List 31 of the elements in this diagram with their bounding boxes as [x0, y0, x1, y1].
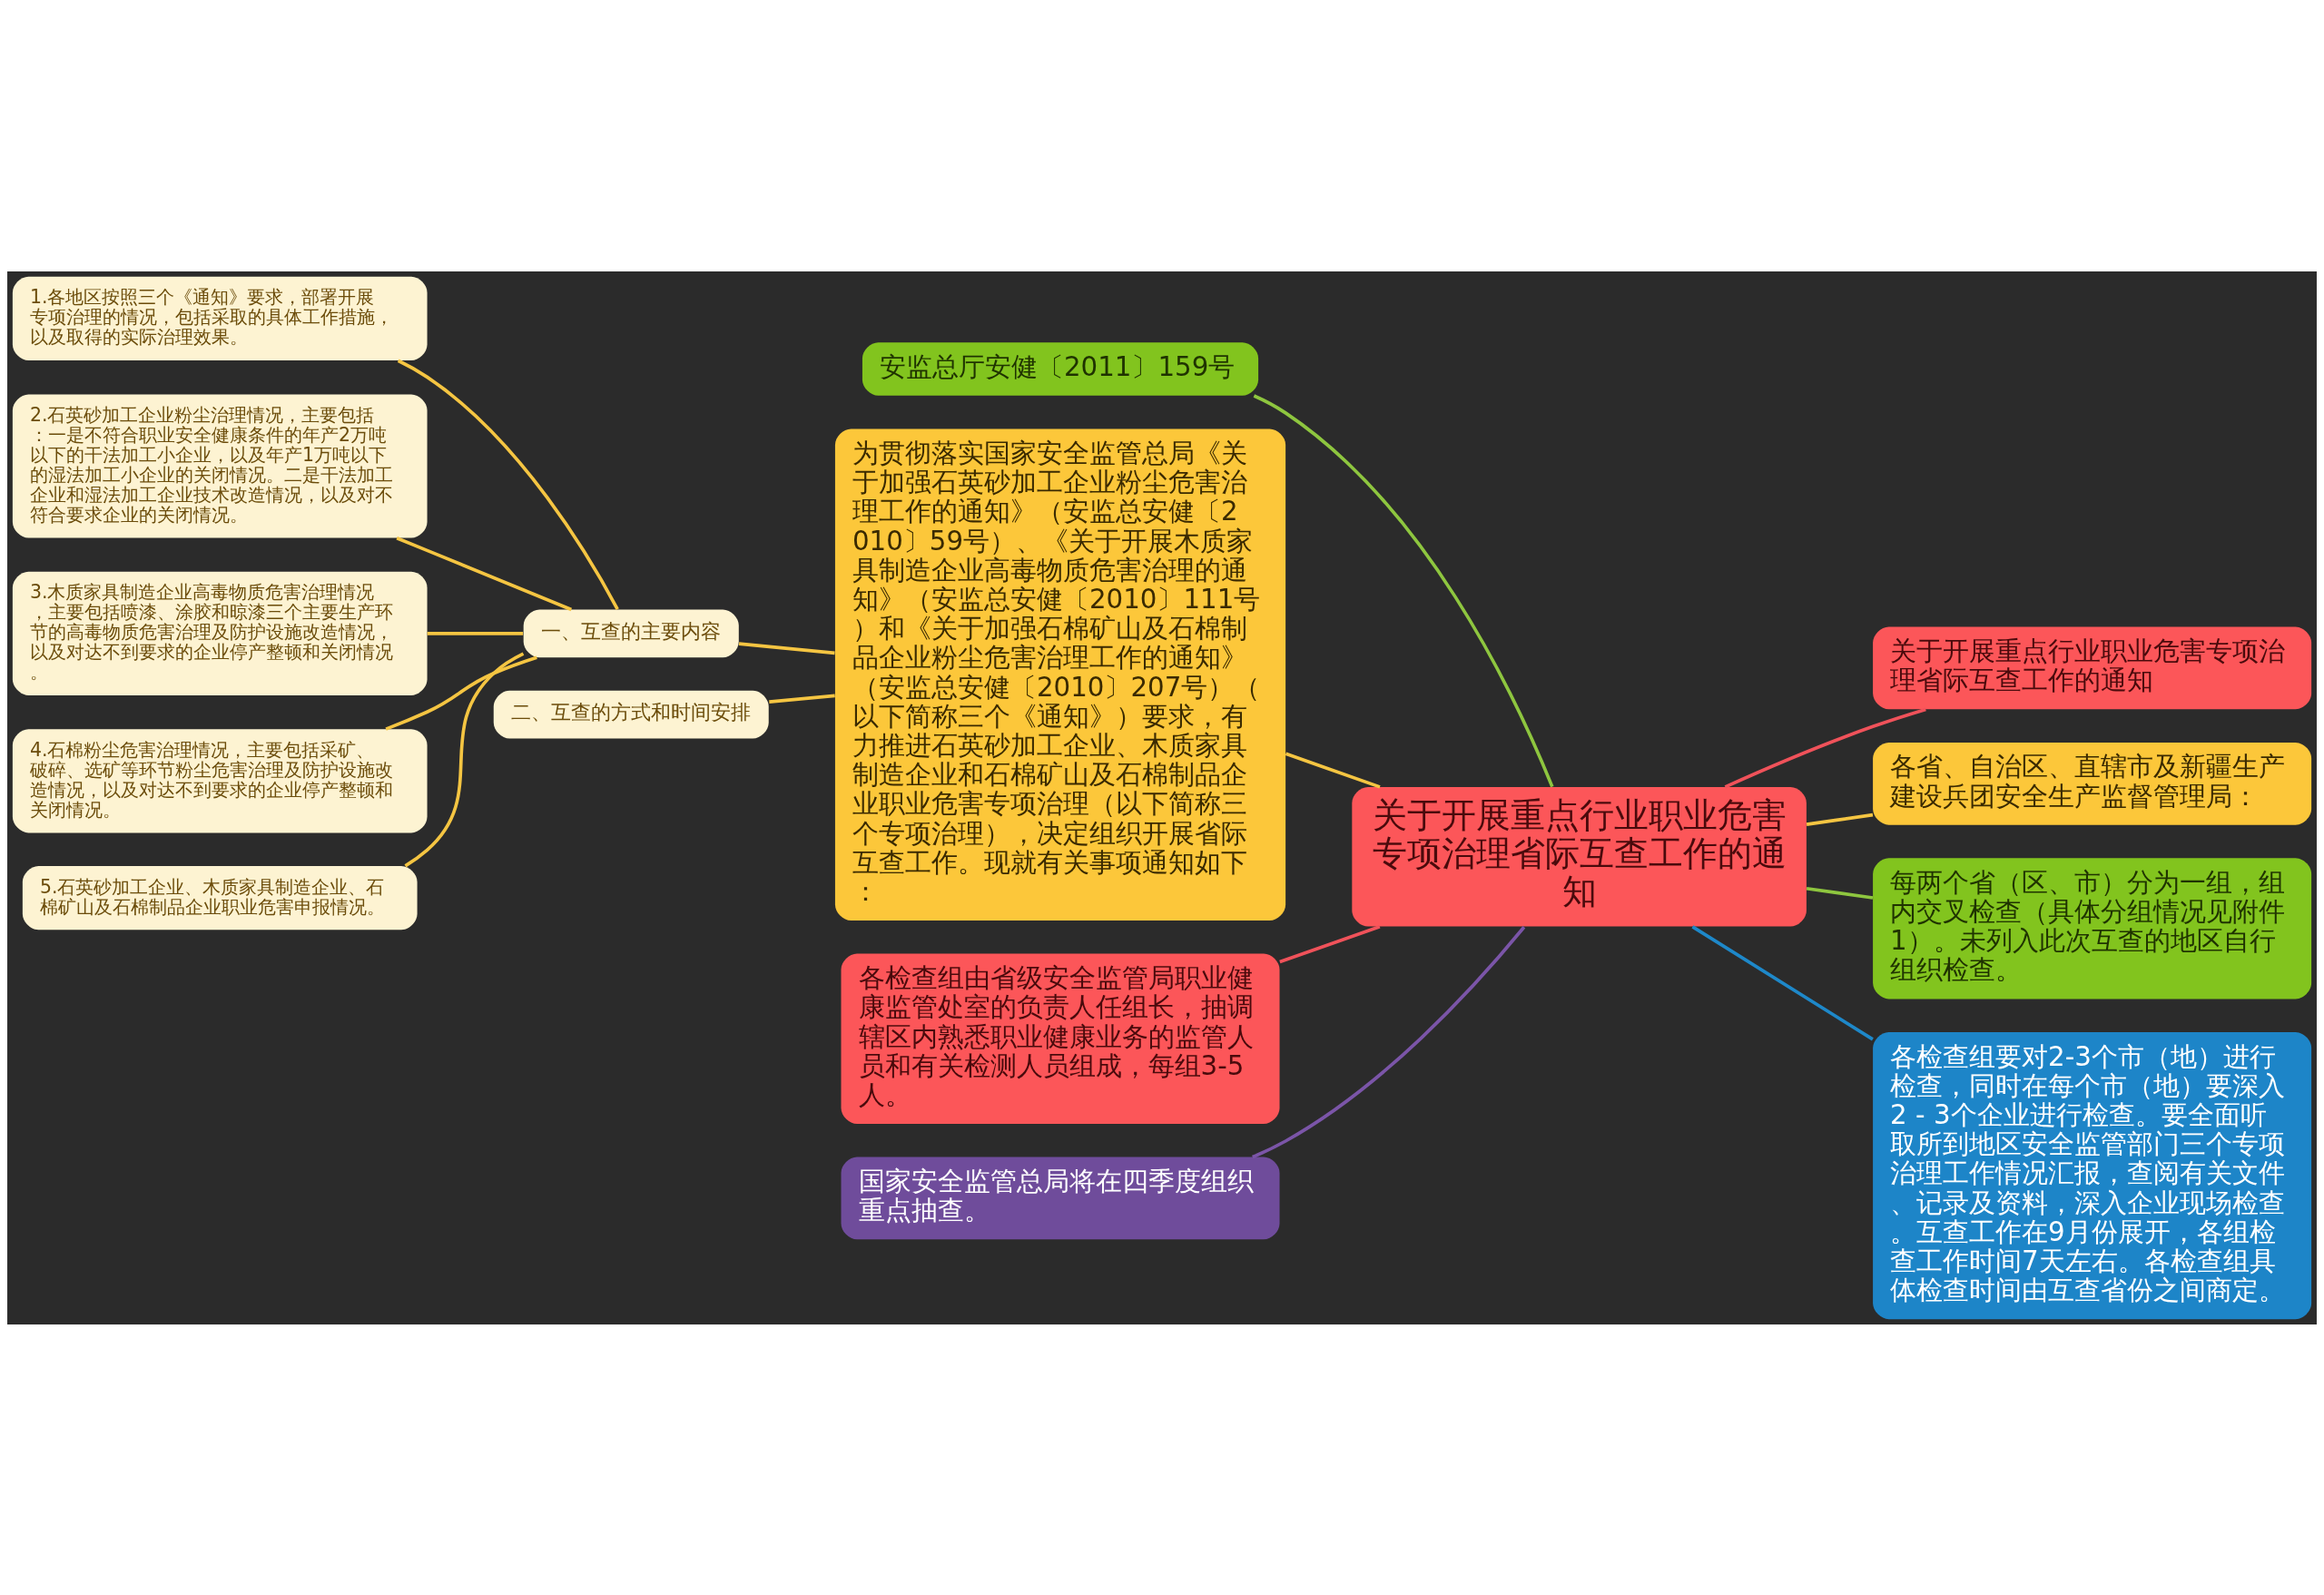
connector — [1252, 925, 1526, 1158]
connector — [1285, 752, 1381, 789]
node-box: 1.各地区按照三个《通知》要求，部署开展专项治理的情况，包括采取的具体工作措施，以及取得的实际治理效果。 — [12, 276, 428, 360]
node-box: 4.石棉粉尘危害治理情况，主要包括采矿、破碎、选矿等环节粉尘危害治理及防护设施改造情况，以及对达不到要求的企业停产整顿和关闭情况。 — [12, 728, 428, 832]
connector — [1806, 886, 1874, 900]
node-box: 关于开展重点行业职业危害专项治理省际互查工作的通知 — [1352, 786, 1807, 927]
connector — [385, 655, 537, 731]
connector — [1724, 707, 1926, 789]
node-box: 每两个省（区、市）分为一组，组内交叉检查（具体分组情况见附件1）。未列入此次互查的地区自行组织检查。 — [1873, 857, 2312, 999]
node-box: 为贯彻落实国家安全监管总局《关于加强石英砂加工企业粉尘危害治理工作的通知》（安监总安健〔2010〕59号）、《关于开展木质家具制造企业高毒物质危害治理的通知》（安监总安健〔2010〕111号）和《关于加强石棉矿山及石棉制品企业粉尘危害治理工作的通知》（安监总安健〔2010〕207号）（以下简称三个《通知》）要求，有力推进石英砂加工企业、木质家具制造企业和石棉矿山及石棉制品企业职业危害专项治理（以下简称三个专项治理），决定组织开展省际互查工作。现就有关事项通知如下： — [834, 428, 1286, 921]
connector — [1253, 393, 1554, 787]
node-box: 安监总厅安健〔2011〕159号 — [862, 341, 1259, 396]
connector — [769, 694, 835, 704]
node-box: 各省、自治区、直辖市及新疆生产建设兵团安全生产监督管理局： — [1873, 742, 2312, 825]
connector — [1806, 812, 1874, 826]
node-box: 各检查组由省级安全监管局职业健康监管处室的负责人任组长，抽调辖区内熟悉职业健康业务的监管人员和有关检测人员组成，每组3-5人。 — [841, 953, 1280, 1124]
connector — [404, 652, 525, 867]
connector — [397, 359, 619, 610]
connector — [1691, 924, 1874, 1040]
connector — [427, 631, 524, 635]
node-box: 国家安全监管总局将在四季度组织重点抽查。 — [841, 1157, 1280, 1239]
node-box: 2.石英砂加工企业粉尘治理情况，主要包括：一是不符合职业安全健康条件的年产2万吨以下的干法加工小企业，以及年产1万吨以下的湿法加工小企业的关闭情况。二是干法加工企业和湿法加工企业技术改造情况，以及对不符合要求企业的关闭情况。 — [12, 393, 428, 537]
node-box: 二、互查的方式和时间安排 — [493, 690, 769, 738]
node-box: 关于开展重点行业职业危害专项治理省际互查工作的通知 — [1873, 626, 2312, 709]
node-box: 5.石英砂加工企业、木质家具制造企业、石棉矿山及石棉制品企业职业危害申报情况。 — [22, 865, 418, 930]
node-box: 各检查组要对2-3个市（地）进行检查，同时在每个市（地）要深入2 - 3个企业进行检查。要全面听取所到地区安全监管部门三个专项治理工作情况汇报，查阅有关文件、记录及资料，深入企业现场检查。互查工作在9月份展开，各组检查工作时间7天左右。各检查组具体检查时间由互查省份之间商定。 — [1873, 1031, 2312, 1319]
connector — [1279, 924, 1381, 963]
node-box: 3.木质家具制造企业高毒物质危害治理情况，主要包括喷漆、涂胶和晾漆三个主要生产环节的高毒物质危害治理及防护设施改造情况，以及对达不到要求的企业停产整顿和关闭情况。 — [12, 571, 428, 695]
connector — [738, 641, 835, 655]
node-box: 一、互查的主要内容 — [523, 609, 739, 657]
connector — [396, 536, 573, 611]
